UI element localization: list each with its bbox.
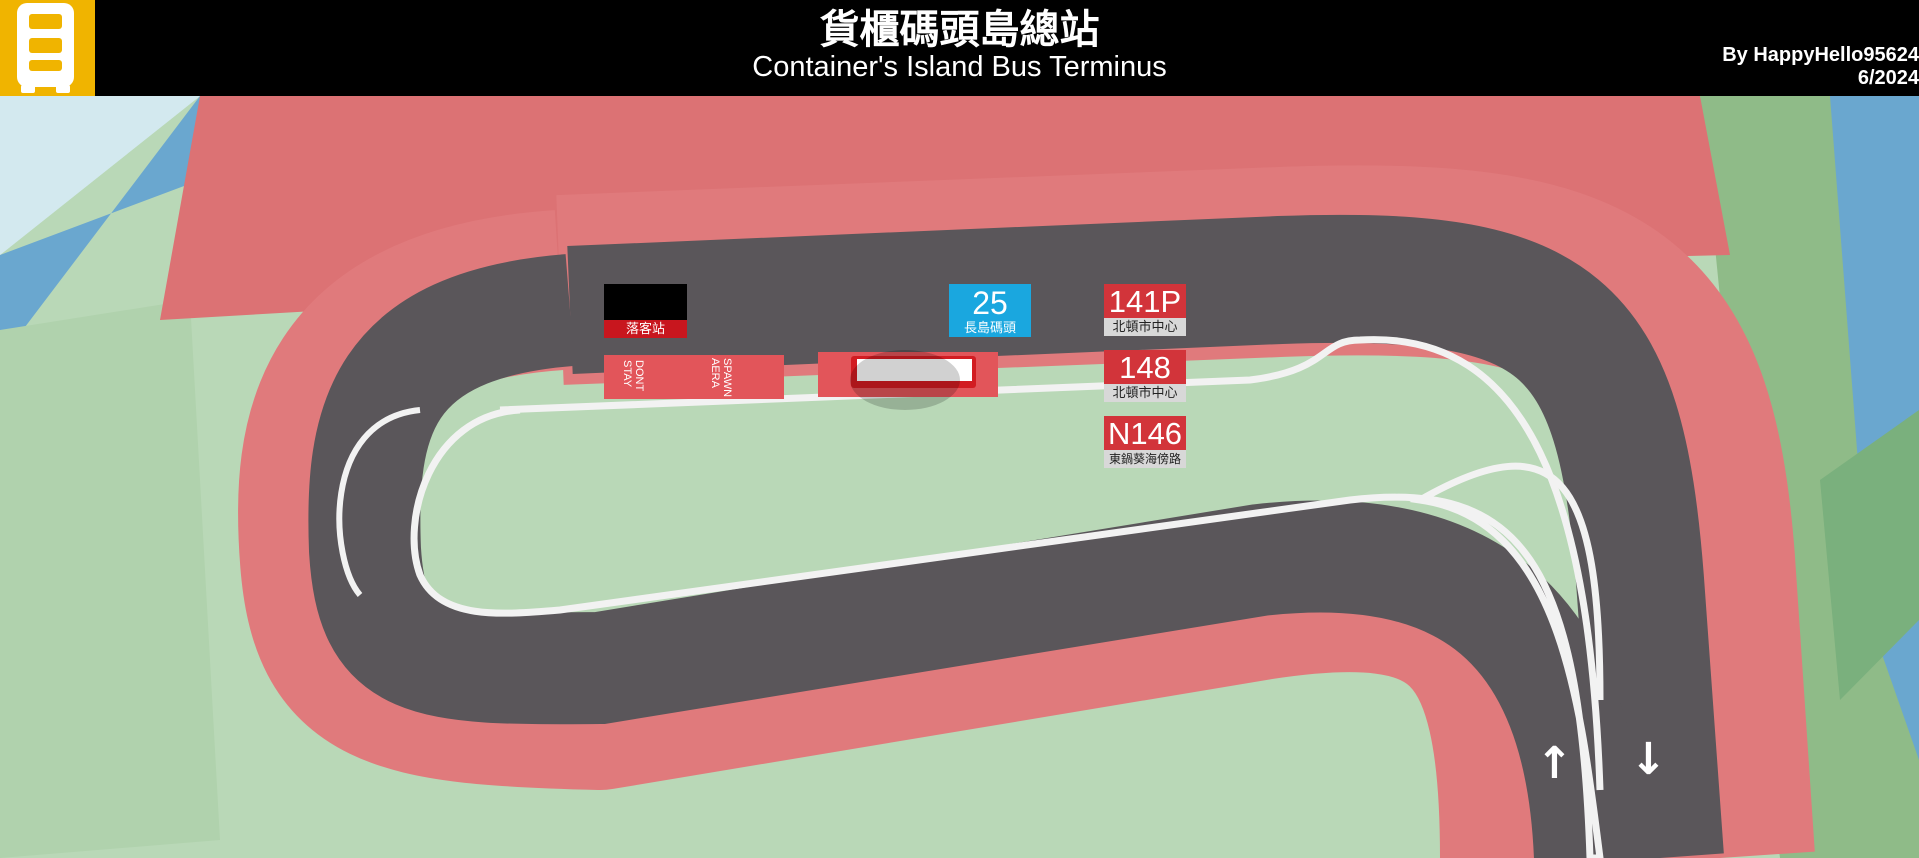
route-number: 25 <box>972 285 1008 321</box>
terminus-map: DONT STAY SPAWN AERA 落客站 25 長島碼頭 141P 北頓… <box>0 96 1919 858</box>
route-number: 148 <box>1104 350 1186 384</box>
double-decker-bus-icon <box>17 3 74 93</box>
route-destination: 北頓市中心 <box>1104 318 1186 336</box>
dropoff-sign-panel <box>604 284 687 320</box>
route-141p-sign: 141P 北頓市中心 <box>1104 284 1186 336</box>
page-title: 貨櫃碼頭島總站 <box>819 7 1100 53</box>
author-label: By HappyHello95624 <box>1722 44 1919 66</box>
dont-stay-marking: DONT STAY <box>621 360 645 391</box>
route-148-sign: 148 北頓市中心 <box>1104 350 1186 402</box>
route-25-sign: 25 長島碼頭 <box>949 284 1031 337</box>
arrow-down-icon: ↓ <box>1630 734 1667 785</box>
route-destination: 東鍋葵海傍路 <box>1104 450 1186 468</box>
route-destination: 北頓市中心 <box>1104 384 1186 402</box>
route-destination: 長島碼頭 <box>963 320 1016 335</box>
arrow-up-icon: ↑ <box>1536 738 1573 789</box>
spawn-area-marking: SPAWN AERA <box>709 358 733 398</box>
route-number: 141P <box>1104 284 1186 318</box>
header-bar: 貨櫃碼頭島總站 Container's Island Bus Terminus … <box>0 0 1919 96</box>
terminus-scene <box>0 96 1919 858</box>
date-label: 6/2024 <box>1857 67 1919 89</box>
page-subtitle: Container's Island Bus Terminus <box>752 51 1167 83</box>
dropoff-sign: 落客站 <box>604 284 687 338</box>
dropoff-label: 落客站 <box>604 320 687 338</box>
route-number: N146 <box>1104 416 1186 450</box>
logo-badge <box>0 0 95 96</box>
credit-block: By HappyHello95624 6/2024 <box>1722 44 1919 90</box>
route-n146-sign: N146 東鍋葵海傍路 <box>1104 416 1186 468</box>
